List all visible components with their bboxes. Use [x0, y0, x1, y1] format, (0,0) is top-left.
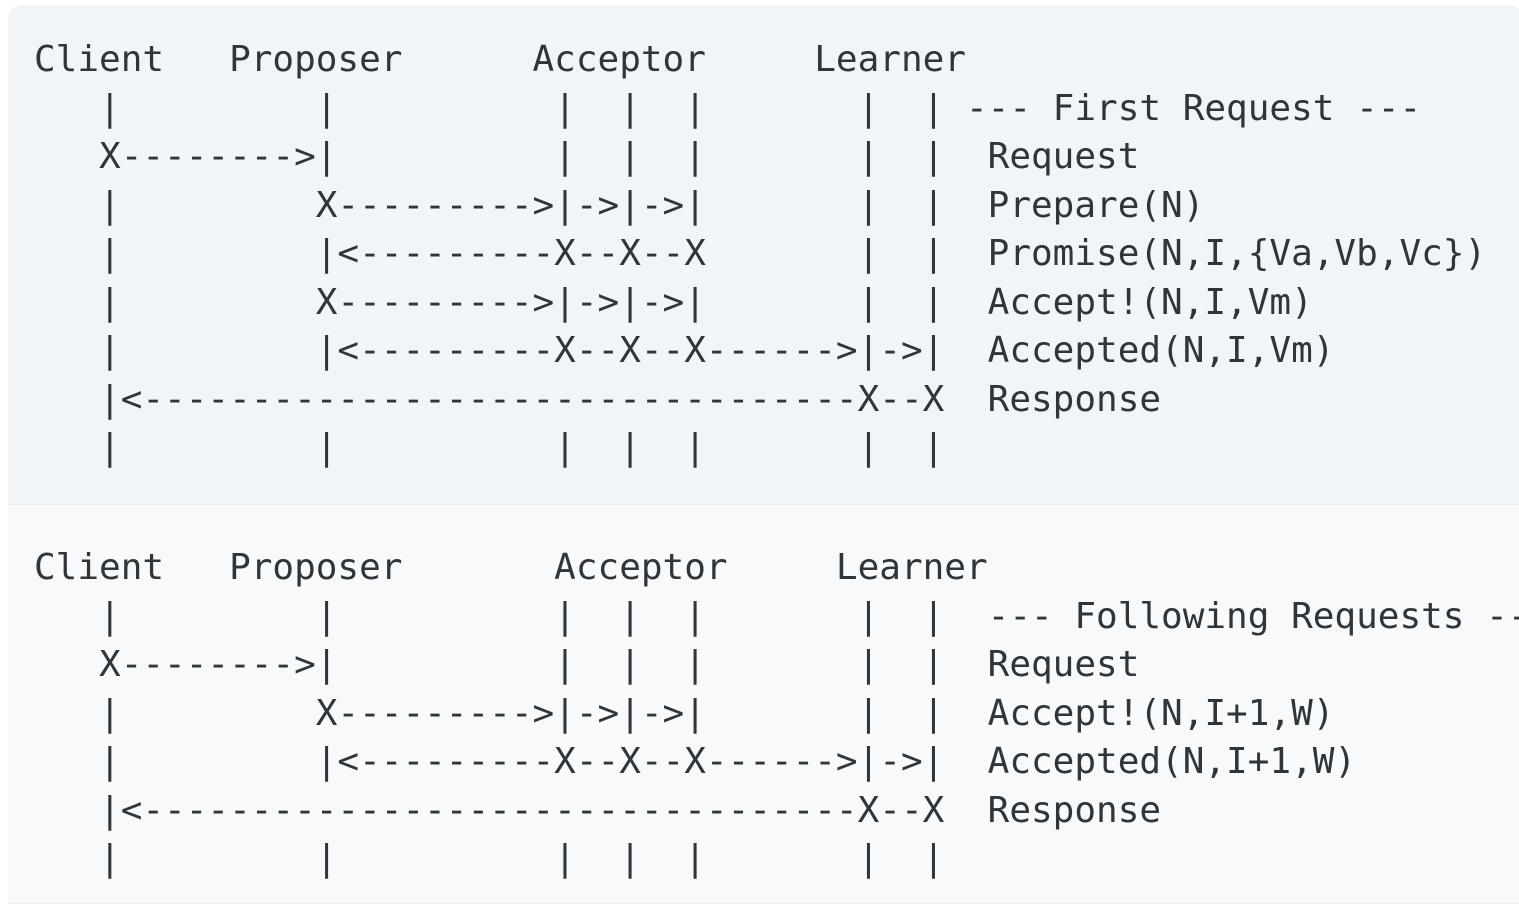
ascii-sequence-diagram-following-requests: Client Proposer Acceptor Learner | | | |…	[34, 547, 1519, 879]
ascii-sequence-diagram-first-request: Client Proposer Acceptor Learner | | | |…	[34, 39, 1487, 468]
code-block-following-requests: Client Proposer Acceptor Learner | | | |…	[8, 505, 1519, 903]
code-block-first-request: Client Proposer Acceptor Learner | | | |…	[8, 5, 1519, 505]
content-panel: Client Proposer Acceptor Learner | | | |…	[8, 5, 1519, 904]
